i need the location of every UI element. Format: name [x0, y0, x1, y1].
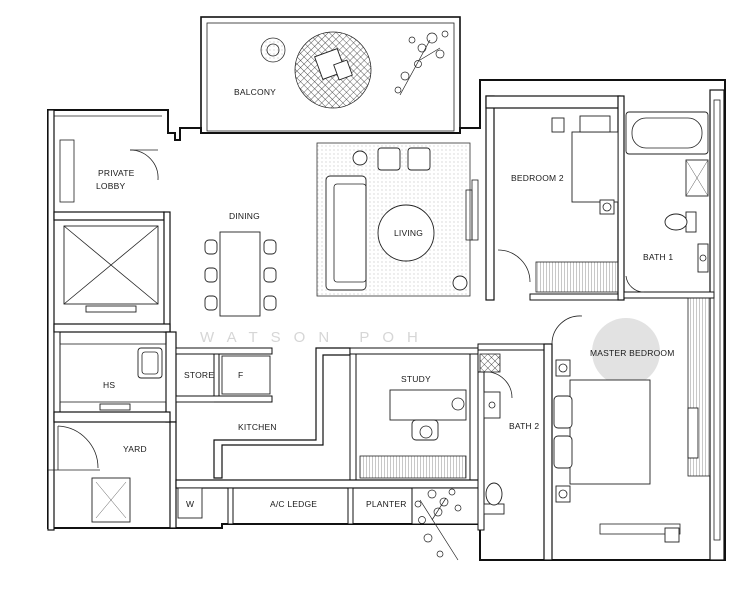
- balcony-label: BALCONY: [234, 87, 276, 97]
- private-lobby: [129, 149, 159, 181]
- bath-2: [483, 371, 513, 515]
- dining-set: [204, 231, 277, 317]
- washer: [177, 487, 203, 519]
- dining-label: DINING: [229, 211, 260, 221]
- balcony: [260, 30, 449, 109]
- table-icon: [219, 231, 261, 317]
- bedroom-2-label: BEDROOM 2: [511, 173, 564, 183]
- master-rug: [592, 318, 660, 386]
- household-shelter: [59, 343, 167, 411]
- bedroom-2: [471, 115, 619, 293]
- living-label: LIVING: [394, 228, 423, 238]
- windows: [59, 99, 721, 543]
- plant-icon: [414, 488, 462, 561]
- planter: [414, 488, 462, 561]
- study-desk: [389, 389, 467, 421]
- yard-label: YARD: [123, 444, 147, 454]
- master-bedroom: [551, 315, 660, 503]
- kitchen-label: KITCHEN: [238, 422, 277, 432]
- washer-label: W: [186, 499, 194, 509]
- chair-icon: [204, 239, 277, 311]
- toilet-icon: [483, 482, 505, 515]
- yard: [48, 425, 203, 523]
- bath-2-label: BATH 2: [509, 421, 539, 431]
- plant-icon: [394, 30, 449, 96]
- fridge-label: F: [238, 370, 243, 380]
- store-label: STORE: [184, 370, 214, 380]
- living-area: [316, 142, 473, 297]
- sofa-icon: [325, 175, 367, 291]
- master-bedroom-label: MASTER BEDROOM: [590, 348, 675, 358]
- bath-1-label: BATH 1: [643, 252, 673, 262]
- planter-pot: [260, 37, 286, 63]
- room-labels: BALCONY PRIVATE LOBBY DINING LIVING BEDR…: [96, 87, 675, 509]
- private-lobby-label-2: LOBBY: [96, 181, 125, 191]
- study-label: STUDY: [401, 374, 431, 384]
- bed-icon: [569, 379, 651, 485]
- ac-ledge-label: A/C LEDGE: [270, 499, 317, 509]
- lift-icon: [63, 225, 159, 313]
- hs-label: HS: [103, 380, 115, 390]
- study: [359, 353, 501, 479]
- coffee-table: [377, 204, 435, 262]
- bath-1: [625, 111, 709, 293]
- bed-icon: [571, 131, 619, 203]
- planter-label: PLANTER: [366, 499, 407, 509]
- private-lobby-label-1: PRIVATE: [98, 168, 135, 178]
- watermark: WATSON POH: [200, 329, 431, 346]
- fridge: [221, 355, 271, 395]
- bathtub-icon: [625, 111, 709, 155]
- toilet-icon: [664, 211, 697, 233]
